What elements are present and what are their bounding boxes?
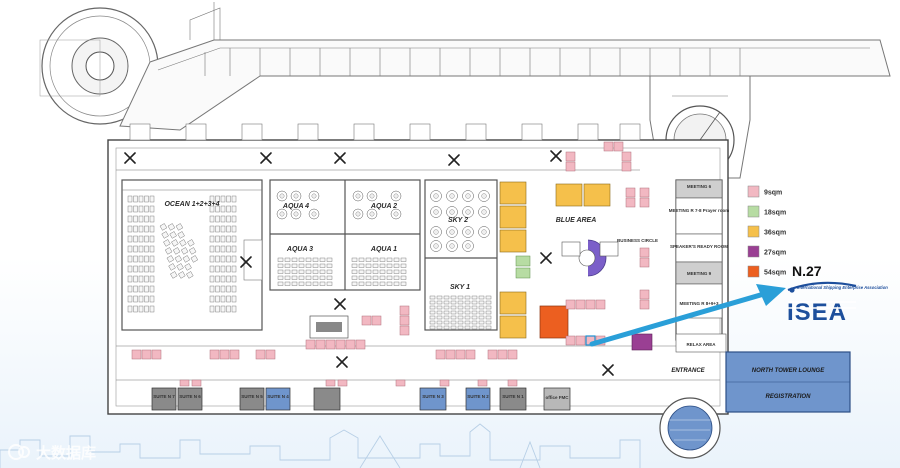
room-label-sky-1: SKY 1 <box>450 284 470 291</box>
room-label-ocean: OCEAN 1+2+3+4 <box>164 201 219 208</box>
booth-54sqm <box>539 305 569 339</box>
corridor-booths <box>131 305 518 387</box>
legend-swatch <box>747 225 760 238</box>
suite-n2: SUITE N 2 <box>467 394 489 399</box>
blue-area: BLUE AREA BUSINESS CIRCLE <box>499 141 658 351</box>
booth-callout: N.27 International Shipping Enterprise A… <box>589 263 888 347</box>
legend-label: 36sqm <box>764 230 786 237</box>
building-outline <box>107 123 729 415</box>
room-label-aqua-4: AQUA 4 <box>282 203 309 210</box>
room-aqua: AQUA 4 AQUA 2 AQUA 3 AQUA 1 <box>269 179 421 291</box>
suite-n3: SUITE N 3 <box>422 394 444 399</box>
room-label-aqua-1: AQUA 1 <box>370 246 397 253</box>
room-label-aqua-3: AQUA 3 <box>286 246 313 253</box>
isea-logo-text: ISEA <box>787 299 847 326</box>
booth-27sqm <box>631 333 653 351</box>
room-sky: SKY 2 SKY 1 <box>424 179 498 331</box>
booth-number: N.27 <box>792 263 822 279</box>
legend-label: 27sqm <box>764 250 786 257</box>
legend-label: 54sqm <box>764 270 786 277</box>
legend-swatch <box>747 245 760 258</box>
room-label-business-circle: BUSINESS CIRCLE <box>617 238 658 243</box>
isea-logo: International Shipping Enterprise Associ… <box>787 281 888 326</box>
side-room-0: MEETING 6 <box>687 184 712 189</box>
room-label-relax-area: RELAX AREA <box>686 342 716 347</box>
restaurant-icons <box>124 150 614 376</box>
room-label-north-tower-lounge: NORTH TOWER LOUNGE <box>752 368 825 374</box>
room-label-aqua-2: AQUA 2 <box>370 203 397 210</box>
suite-n7: SUITE N 7 <box>153 394 175 399</box>
suite-n6: SUITE N 6 <box>179 394 201 399</box>
legend-swatch <box>747 185 760 198</box>
side-room-4: MEETING R 8+9+3 <box>679 301 719 306</box>
suite-n4: SUITE N 4 <box>267 394 289 399</box>
watermark: 大数据库 <box>8 444 96 462</box>
isea-org-name: International Shipping Enterprise Associ… <box>797 285 888 290</box>
side-room-1: MEETING R 7-8 Prayer room <box>669 208 730 213</box>
office-fmc: office FMC <box>546 395 570 400</box>
room-label-sky-2: SKY 2 <box>448 217 468 224</box>
skyline-decoration <box>0 423 641 468</box>
north-tower-lounge: NORTH TOWER LOUNGE REGISTRATION <box>659 351 851 459</box>
legend-swatch <box>747 205 760 218</box>
callout-arrow-head <box>756 284 786 306</box>
suite-n5: SUITE N 5 <box>241 394 263 399</box>
watermark-text: 大数据库 <box>36 444 96 462</box>
room-ocean: OCEAN 1+2+3+4 <box>121 179 263 331</box>
callout-arrow <box>589 291 767 347</box>
side-room-3: MEETING 9 <box>687 271 712 276</box>
legend: 9sqm 18sqm 36sqm 27sqm 54sqm <box>747 185 786 278</box>
room-label-entrance: ENTRANCE <box>671 368 705 374</box>
suite-n1: SUITE N 1 <box>502 394 524 399</box>
room-label-blue-area: BLUE AREA <box>556 217 597 224</box>
suites-row: SUITE N 7 SUITE N 6 SUITE N 5 SUITE N 4 … <box>151 387 571 411</box>
side-rooms: MEETING 6 MEETING R 7-8 Prayer room SPEA… <box>669 179 730 353</box>
legend-label: 9sqm <box>764 190 782 197</box>
room-label-registration: REGISTRATION <box>766 394 812 400</box>
side-room-2: SPEAKER'S READY ROOM <box>670 244 728 249</box>
legend-label: 18sqm <box>764 210 786 217</box>
legend-swatch <box>747 265 760 278</box>
